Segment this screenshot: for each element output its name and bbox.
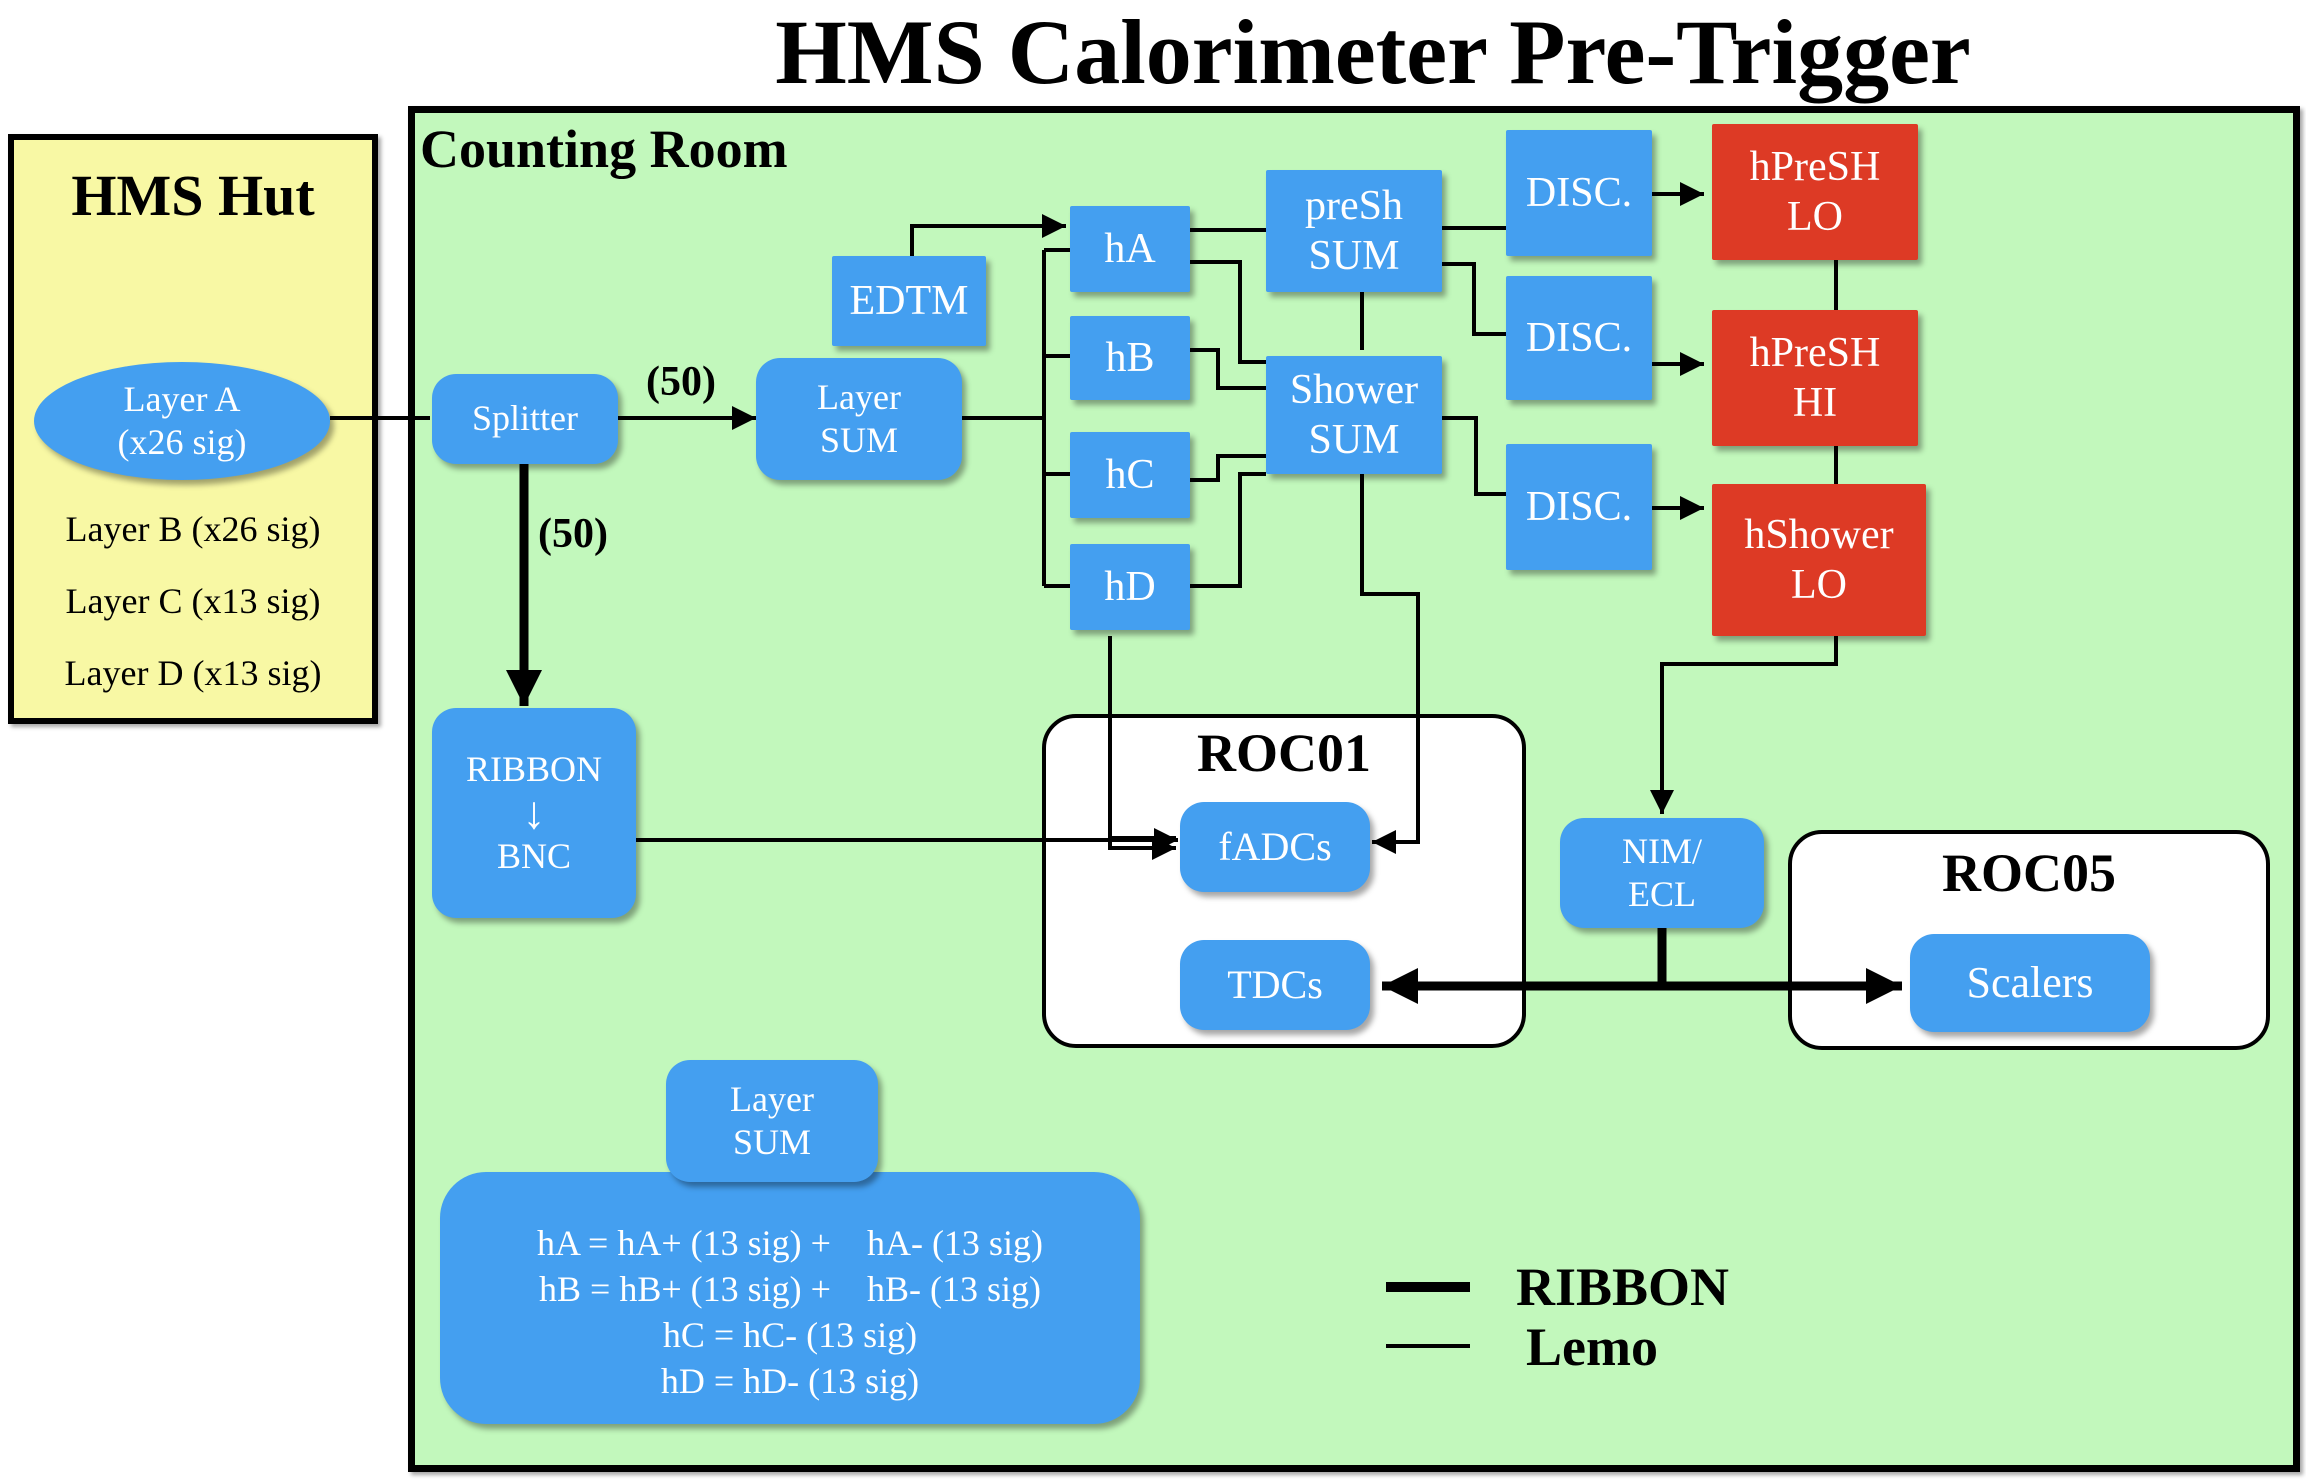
note-header-label-2: SUM	[732, 1122, 812, 1162]
ribbon-bnc-top-label: RIBBON	[465, 748, 603, 789]
channel-count-down: (50)	[538, 511, 608, 557]
roc05-title: ROC05	[1942, 843, 2116, 903]
channel-ha: hA	[1070, 206, 1190, 292]
channel-ha-label: hA	[1104, 225, 1156, 272]
shower-sum-module: Shower SUM	[1266, 356, 1442, 474]
shower-sum-label-1: Shower	[1289, 366, 1419, 413]
discriminator-2-label: DISC.	[1525, 314, 1633, 361]
note-line-1: hA = hA+ (13 sig) + hA- (13 sig)	[537, 1222, 1043, 1263]
trigger-hpresh-lo-label-2: LO	[1787, 194, 1843, 240]
splitter-label: Splitter	[472, 398, 578, 439]
discriminator-1: DISC.	[1506, 130, 1652, 256]
trigger-hshower-lo: hShower LO	[1712, 484, 1926, 636]
trigger-hpresh-hi: hPreSH HI	[1712, 310, 1918, 446]
layer-a-label: Layer A	[123, 378, 241, 419]
presh-sum-label-1: preSh	[1305, 182, 1403, 229]
layer-d-label: Layer D (x13 sig)	[64, 653, 322, 693]
trigger-hpresh-hi-label-1: hPreSH	[1749, 329, 1881, 376]
trigger-hpresh-lo: hPreSH LO	[1712, 124, 1918, 260]
nim-ecl-label-2: ECL	[1628, 874, 1696, 914]
trigger-hshower-lo-label-2: LO	[1791, 562, 1847, 608]
legend-lemo-label: Lemo	[1526, 1317, 1658, 1377]
channel-hc-label: hC	[1105, 451, 1155, 498]
discriminator-3-label: DISC.	[1525, 483, 1633, 530]
layer-a-node: Layer A (x26 sig)	[34, 362, 330, 480]
note-header-label-1: Layer	[730, 1078, 814, 1119]
counting-room-title: Counting Room	[420, 119, 788, 179]
legend-ribbon-label: RIBBON	[1516, 1257, 1730, 1317]
scalers-module: Scalers	[1910, 934, 2150, 1032]
channel-hd: hD	[1070, 544, 1190, 630]
note-line-2: hB = hB+ (13 sig) + hB- (13 sig)	[539, 1268, 1041, 1309]
note-body: hA = hA+ (13 sig) + hA- (13 sig) hB = hB…	[440, 1172, 1140, 1424]
layer-c-label: Layer C (x13 sig)	[65, 581, 321, 621]
edtm-module: EDTM	[832, 256, 986, 346]
discriminator-2: DISC.	[1506, 276, 1652, 400]
roc01-title: ROC01	[1197, 723, 1371, 783]
layer-a-count: (x26 sig)	[117, 422, 247, 462]
ribbon-bnc-module: RIBBON ↓ BNC	[432, 708, 636, 918]
hut-title: HMS Hut	[71, 163, 315, 228]
trigger-hpresh-lo-label-1: hPreSH	[1749, 143, 1881, 190]
scalers-label: Scalers	[1966, 957, 2094, 1007]
nim-ecl-label-1: NIM/	[1622, 830, 1702, 871]
channel-hd-label: hD	[1104, 563, 1156, 610]
diagram-title: HMS Calorimeter Pre-Trigger	[775, 1, 1971, 103]
presh-sum-module: preSh SUM	[1266, 170, 1442, 292]
presh-sum-label-2: SUM	[1308, 233, 1400, 279]
discriminator-3: DISC.	[1506, 444, 1652, 570]
channel-count-right: (50)	[646, 359, 716, 405]
ribbon-bnc-bottom-label: BNC	[496, 836, 572, 876]
trigger-hpresh-hi-label-2: HI	[1792, 380, 1838, 426]
shower-sum-label-2: SUM	[1308, 417, 1400, 463]
legend-ribbon-line	[1386, 1282, 1470, 1292]
fadcs-label: fADCs	[1218, 824, 1332, 869]
legend-lemo-line	[1386, 1344, 1470, 1348]
layer-sum-label-2: SUM	[819, 420, 899, 460]
channel-hb: hB	[1070, 316, 1190, 400]
layer-sum-label-1: Layer	[817, 376, 901, 417]
note-header: Layer SUM	[666, 1060, 878, 1182]
layer-b-label: Layer B (x26 sig)	[65, 509, 321, 549]
nim-ecl-module: NIM/ ECL	[1560, 818, 1764, 928]
tdcs-module: TDCs	[1180, 940, 1370, 1030]
channel-hb-label: hB	[1105, 334, 1155, 381]
note-line-4: hD = hD- (13 sig)	[660, 1361, 920, 1402]
fadcs-module: fADCs	[1180, 802, 1370, 892]
trigger-hshower-lo-label-1: hShower	[1744, 511, 1894, 558]
note-line-3: hC = hC- (13 sig)	[662, 1315, 918, 1355]
edtm-label: EDTM	[849, 277, 969, 324]
discriminator-1-label: DISC.	[1525, 169, 1633, 216]
splitter-module: Splitter	[432, 374, 618, 464]
layer-sum-module: Layer SUM	[756, 358, 962, 480]
tdcs-label: TDCs	[1227, 962, 1323, 1007]
down-arrow-icon: ↓	[522, 787, 546, 838]
channel-hc: hC	[1070, 432, 1190, 518]
